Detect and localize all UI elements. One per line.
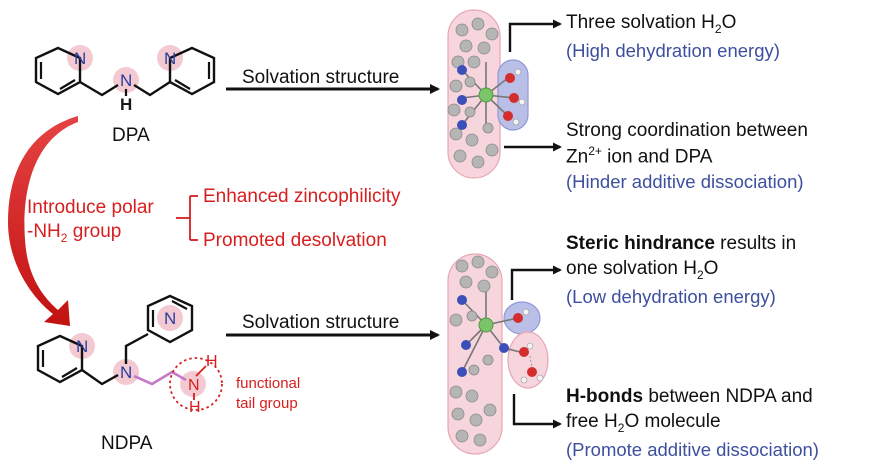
note-three-water: Three solvation H2O: [566, 12, 737, 36]
note-strong-coordination-l1: Strong coordination between: [566, 120, 808, 141]
svg-text:H: H: [189, 399, 201, 416]
note-high-dehydration: (High dehydration energy): [566, 40, 780, 61]
svg-text:N: N: [120, 71, 132, 90]
tail-label-line2: tail group: [236, 395, 298, 412]
note-steric-hindrance-l2: one solvation H2O: [566, 258, 719, 282]
note-hbonds-l1: H-bonds between NDPA and: [566, 386, 813, 407]
note-promote-dissociation: (Promote additive dissociation): [566, 439, 819, 460]
effect-desolvation: Promoted desolvation: [203, 230, 387, 251]
svg-text:N: N: [120, 363, 132, 382]
svg-text:H: H: [206, 353, 218, 370]
effect-zincophilicity: Enhanced zincophilicity: [203, 186, 401, 207]
note-hbonds-l2: free H2O molecule: [566, 411, 721, 435]
svg-text:N: N: [74, 49, 86, 68]
note-steric-hindrance-l1: Steric hindrance results in: [566, 233, 797, 254]
top-arrow-label: Solvation structure: [242, 67, 400, 88]
pointer-note1: [508, 19, 562, 52]
introduce-line1: Introduce polar: [27, 197, 154, 218]
ndpa-structure: N N N N H H: [36, 294, 223, 416]
svg-text:N: N: [188, 377, 200, 394]
pointer-note3: [510, 265, 562, 300]
ndpa-label: NDPA: [101, 433, 153, 454]
pointer-note4: [512, 394, 562, 429]
note-hinder-dissociation: (Hinder additive dissociation): [566, 171, 804, 192]
introduce-line2: -NH2 group: [27, 221, 122, 245]
effects-bracket: [176, 195, 198, 241]
svg-text:N: N: [76, 337, 88, 356]
note-low-dehydration: (Low dehydration energy): [566, 286, 776, 307]
bottom-arrow-label: Solvation structure: [242, 312, 400, 333]
transform-arrow: [8, 116, 78, 326]
svg-text:H: H: [120, 95, 132, 114]
svg-text:N: N: [164, 49, 176, 68]
svg-text:N: N: [164, 309, 176, 328]
tail-label-line1: functional: [236, 375, 301, 392]
dpa-label: DPA: [112, 125, 150, 146]
note-strong-coordination-l2: Zn2+ ion and DPA: [566, 144, 713, 168]
dpa-structure: N N N H: [34, 45, 216, 114]
bottom-solvation-cluster: [447, 253, 549, 455]
top-solvation-cluster: [447, 9, 529, 179]
